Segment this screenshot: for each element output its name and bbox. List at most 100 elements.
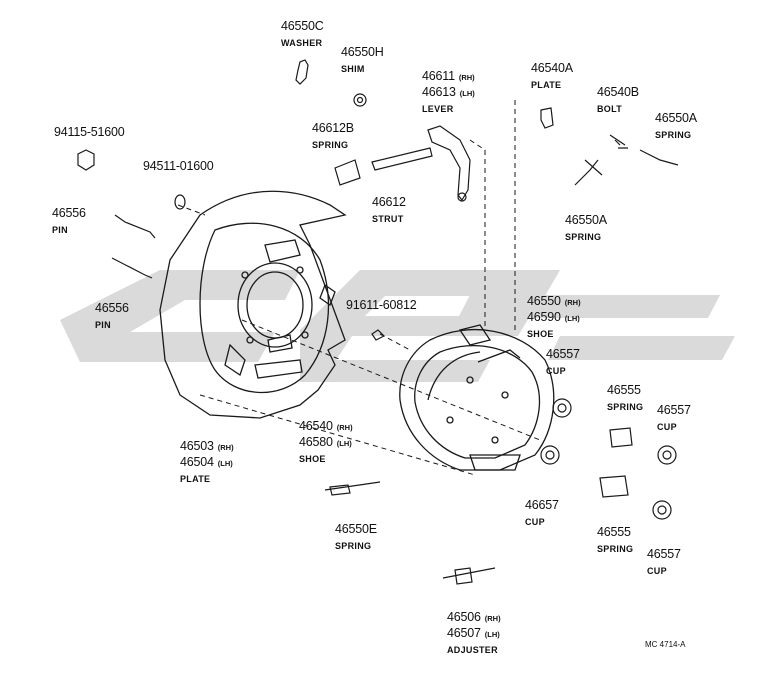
part-number: 46550A: [565, 213, 607, 227]
callout-c3: 46611(RH)46613(LH)LEVER: [422, 68, 475, 116]
callout-line: 46612B: [312, 120, 354, 136]
side-tag: (LH): [336, 439, 352, 448]
part-number: 46657: [525, 498, 559, 512]
callout-line: 46611(RH): [422, 68, 475, 84]
callout-line: 46555: [607, 382, 643, 398]
callout-line: PIN: [52, 221, 86, 237]
callout-line: SHIM: [341, 60, 384, 76]
callout-line: 46590(LH): [527, 309, 581, 325]
callout-line: PLATE: [180, 470, 234, 486]
part-number: 46557: [546, 347, 580, 361]
callout-line: 91611-60812: [346, 297, 417, 313]
part-name: PLATE: [531, 80, 562, 90]
part-number: 46504: [180, 455, 214, 469]
callout-line: 46613(LH): [422, 84, 475, 100]
callout-line: 46550A: [565, 212, 607, 228]
callout-c2: 46550H SHIM: [341, 44, 384, 76]
part-number: 46611: [422, 69, 455, 83]
side-tag: (LH): [564, 314, 580, 323]
callout-line: SHOE: [527, 325, 581, 341]
callout-line: ADJUSTER: [447, 641, 501, 657]
part-number: 46612B: [312, 121, 354, 135]
part-number: 46557: [647, 547, 681, 561]
part-number: 46556: [95, 301, 129, 315]
callout-line: PIN: [95, 316, 129, 332]
callout-c19: 46540(RH) 46580(LH)SHOE: [299, 418, 353, 466]
callout-line: LEVER: [422, 100, 475, 116]
callout-line: 46506(RH): [447, 609, 501, 625]
callout-line: 46612: [372, 194, 406, 210]
part-number: 46590: [527, 310, 561, 324]
side-tag: (RH): [336, 423, 353, 432]
callout-line: 46555: [597, 524, 633, 540]
part-number: 46550: [527, 294, 561, 308]
callout-c25: 46506(RH)46507(LH) ADJUSTER: [447, 609, 501, 657]
callout-c7: 94115-51600: [54, 124, 125, 140]
callout-line: 46557: [546, 346, 580, 362]
side-tag: (LH): [484, 630, 500, 639]
backing-plate: [159, 190, 347, 419]
part-number: 46540: [299, 419, 333, 433]
callout-c11: 46550A SPRING: [565, 212, 607, 244]
part-number: 46503: [180, 439, 214, 453]
part-number: 46556: [52, 206, 86, 220]
callout-line: 46580(LH): [299, 434, 353, 450]
callout-line: 46557: [657, 402, 691, 418]
callout-c15: 46550(RH)46590(LH)SHOE: [527, 293, 581, 341]
side-tag: (LH): [217, 459, 233, 468]
callout-c20: 46503(RH)46504(LH) PLATE: [180, 438, 234, 486]
callout-line: 46550(RH): [527, 293, 581, 309]
callout-line: WASHER: [281, 34, 324, 50]
part-number: 46550E: [335, 522, 377, 536]
part-number: 46555: [607, 383, 641, 397]
callout-line: 46657: [525, 497, 559, 513]
callout-line: 46557: [647, 546, 681, 562]
side-tag: (RH): [564, 298, 581, 307]
part-name: CUP: [647, 566, 667, 576]
callout-line: SPRING: [597, 540, 633, 556]
callout-line: 46507(LH): [447, 625, 501, 641]
brake-shoe-assembly: [399, 324, 555, 471]
callout-line: SHOE: [299, 450, 353, 466]
part-name: SHOE: [527, 329, 554, 339]
part-name: CUP: [546, 366, 566, 376]
part-name: SHIM: [341, 64, 365, 74]
part-name: CUP: [657, 422, 677, 432]
callout-c14: 91611-60812: [346, 297, 417, 313]
side-tag: (RH): [217, 443, 234, 452]
callout-line: SPRING: [655, 126, 697, 142]
leader-lines: [177, 100, 541, 476]
part-name: ADJUSTER: [447, 645, 498, 655]
callout-line: 94115-51600: [54, 124, 125, 140]
callout-line: SPRING: [565, 228, 607, 244]
part-number: 46550A: [655, 111, 697, 125]
callout-line: 94511-01600: [143, 158, 214, 174]
part-name: LEVER: [422, 104, 454, 114]
part-number: 46555: [597, 525, 631, 539]
part-number: 46540B: [597, 85, 639, 99]
part-name: CUP: [525, 517, 545, 527]
part-name: SPRING: [565, 232, 602, 242]
callout-c9: 94511-01600: [143, 158, 214, 174]
callout-line: CUP: [525, 513, 559, 529]
side-tag: (RH): [458, 73, 475, 82]
part-number: 46550H: [341, 45, 384, 59]
callout-line: CUP: [647, 562, 681, 578]
callout-line: 46550A: [655, 110, 697, 126]
callout-line: BOLT: [597, 100, 639, 116]
part-number: 46540A: [531, 61, 573, 75]
